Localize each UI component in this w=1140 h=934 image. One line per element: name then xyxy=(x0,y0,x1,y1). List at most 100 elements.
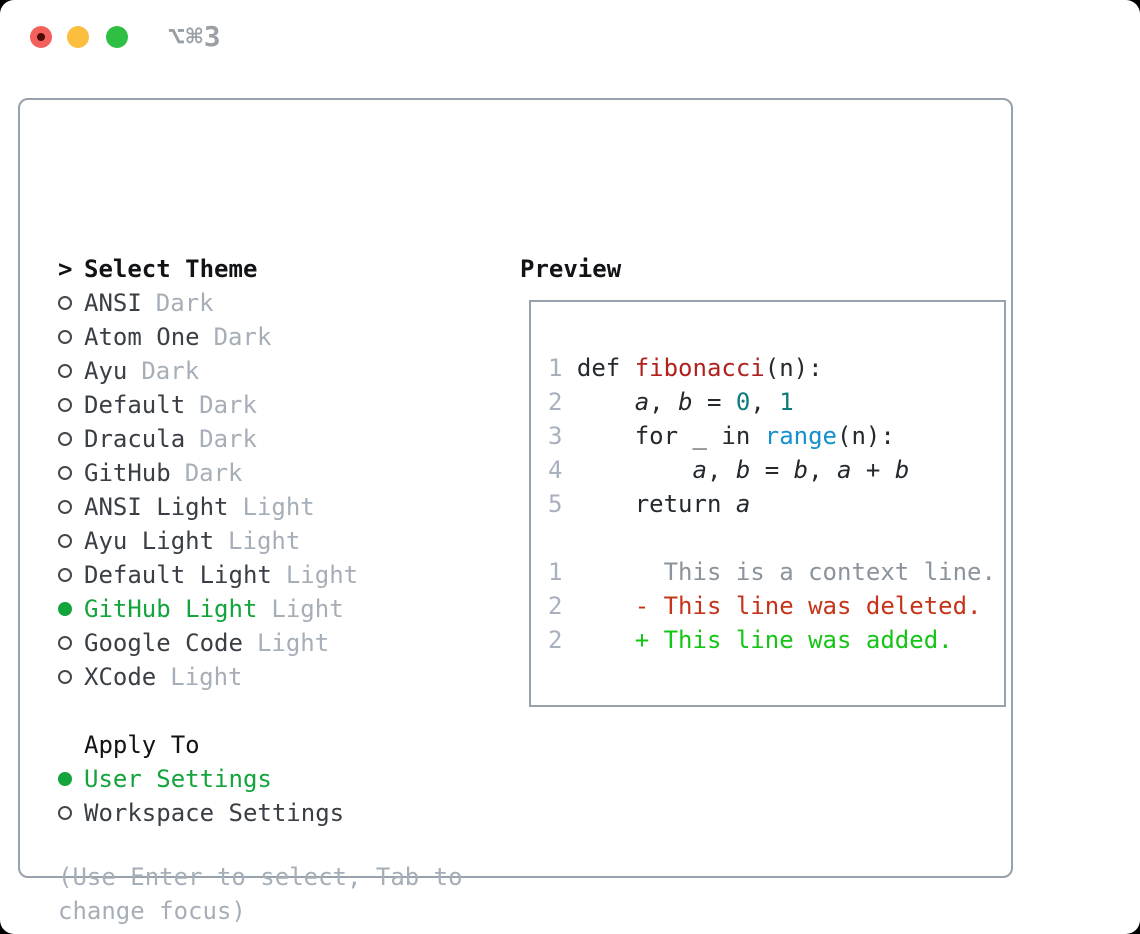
line-number: 5 xyxy=(548,490,577,518)
theme-name: Dracula xyxy=(84,425,186,453)
theme-name: Ayu Light xyxy=(84,527,215,555)
theme-variant: Dark xyxy=(155,289,214,317)
line-number: 4 xyxy=(548,456,577,484)
code-token: + This line was added. xyxy=(634,626,953,654)
theme-name: ANSI xyxy=(84,289,142,317)
radio-icon xyxy=(58,534,72,548)
code-token: fibonacci xyxy=(634,354,765,382)
theme-option-google-code[interactable]: Google Code Light xyxy=(58,626,358,660)
theme-option-ansi[interactable]: ANSI Dark xyxy=(58,286,358,320)
code-token: for _ in xyxy=(576,422,765,450)
theme-name: Default Light xyxy=(84,561,272,589)
theme-name: GitHub xyxy=(84,459,171,487)
close-button[interactable] xyxy=(30,26,52,48)
preview-title: Preview xyxy=(520,255,622,283)
line-number: 2 xyxy=(548,592,577,620)
code-token: b xyxy=(678,388,693,416)
line-number: 1 xyxy=(548,558,577,586)
code-token: - This line was deleted. xyxy=(634,592,982,620)
code-line: 2 a, b = 0, 1 xyxy=(548,385,987,419)
radio-icon xyxy=(58,398,72,412)
theme-option-ayu[interactable]: Ayu Dark xyxy=(58,354,358,388)
code-token: b xyxy=(735,456,751,484)
theme-option-github-light[interactable]: GitHub Light Light xyxy=(58,592,358,626)
theme-variant: Dark xyxy=(141,357,200,385)
code-line: 3 for _ in range(n): xyxy=(548,419,987,453)
code-token: a xyxy=(692,456,707,484)
code-token xyxy=(577,388,635,416)
zoom-button[interactable] xyxy=(106,26,128,48)
code-line: 1 This is a context line. xyxy=(548,555,996,589)
code-token: b xyxy=(793,456,809,484)
theme-option-github[interactable]: GitHub Dark xyxy=(58,456,358,490)
apply-option-label: User Settings xyxy=(84,765,272,793)
code-token xyxy=(577,626,635,654)
radio-icon xyxy=(58,636,72,650)
apply-option-user-settings[interactable]: User Settings xyxy=(58,762,344,796)
theme-name: XCode xyxy=(84,663,157,691)
keyboard-hint: (Use Enter to select, Tab to change focu… xyxy=(58,863,463,925)
code-token xyxy=(577,592,635,620)
prompt-icon: > xyxy=(58,255,73,283)
code-line: 5 return a xyxy=(548,487,987,521)
radio-icon xyxy=(58,296,72,310)
line-number: 1 xyxy=(548,354,577,382)
code-token: , xyxy=(706,456,736,484)
theme-option-xcode[interactable]: XCode Light xyxy=(58,660,358,694)
theme-variant: Light xyxy=(271,595,344,623)
theme-list-heading: > Select Theme xyxy=(58,252,358,286)
code-token: b xyxy=(894,456,910,484)
radio-icon xyxy=(58,806,72,820)
radio-icon xyxy=(58,500,72,514)
code-line: 2 + This line was added. xyxy=(548,623,987,657)
apply-to-title: Apply To xyxy=(84,731,200,759)
code-token: + xyxy=(851,456,895,484)
theme-variant: Light xyxy=(170,663,243,691)
theme-variant: Light xyxy=(256,629,330,657)
code-line: 2 - This line was deleted. xyxy=(548,589,987,623)
theme-name: Ayu xyxy=(84,357,128,385)
apply-option-workspace-settings[interactable]: Workspace Settings xyxy=(58,796,344,830)
code-token: a xyxy=(634,388,650,416)
radio-icon xyxy=(58,432,72,446)
code-token: This is a context line. xyxy=(576,558,996,586)
line-number: 2 xyxy=(548,388,577,416)
theme-name: Default xyxy=(84,391,186,419)
radio-icon xyxy=(58,330,72,344)
theme-variant: Dark xyxy=(184,459,243,487)
theme-name: Google Code xyxy=(84,629,243,657)
close-dot-icon xyxy=(37,33,45,41)
code-token: , xyxy=(808,456,838,484)
code-line: 1 def fibonacci(n): xyxy=(548,351,987,385)
minimize-button[interactable] xyxy=(67,26,89,48)
radio-icon xyxy=(58,466,72,480)
line-number: 3 xyxy=(548,422,577,450)
theme-variant: Dark xyxy=(213,323,272,351)
code-token: a xyxy=(837,456,852,484)
radio-icon xyxy=(58,670,72,684)
code-token: , xyxy=(649,388,679,416)
code-token xyxy=(577,456,693,484)
window-title: ⌥⌘3 xyxy=(168,20,222,53)
apply-to-heading-row: Apply To xyxy=(58,728,344,762)
code-token: (n): xyxy=(837,422,895,450)
line-number: 2 xyxy=(548,626,577,654)
theme-option-default-light[interactable]: Default Light Light xyxy=(58,558,358,592)
theme-variant: Light xyxy=(285,561,359,589)
code-token: 0 xyxy=(735,388,751,416)
radio-selected-icon xyxy=(58,602,72,616)
theme-name: GitHub Light xyxy=(84,595,258,623)
code-token: return xyxy=(576,490,736,518)
code-token: = xyxy=(750,456,794,484)
theme-name: ANSI Light xyxy=(84,493,229,521)
